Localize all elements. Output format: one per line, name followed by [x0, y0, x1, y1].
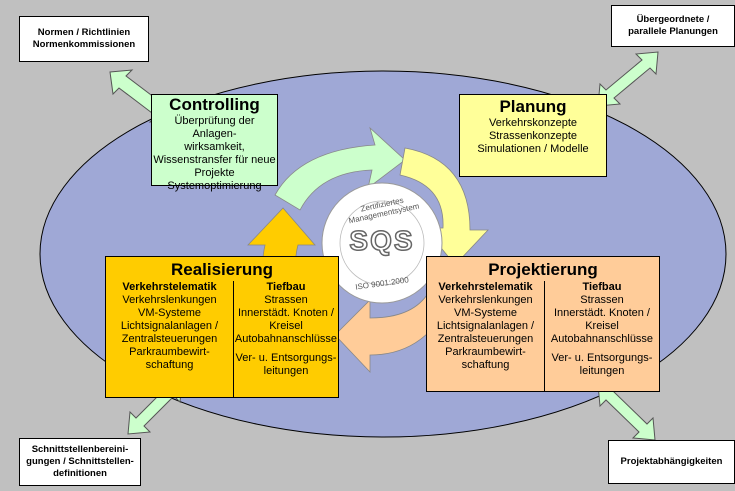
text-line: leitungen	[263, 365, 309, 377]
text-line: Simulationen / Modelle	[477, 143, 589, 155]
realisierung-box: Realisierung Verkehrstelematik Verkehrsl…	[105, 256, 339, 398]
text-line: schaftung	[461, 359, 510, 371]
text-line: leitungen	[579, 365, 625, 377]
text-line: schaftung	[145, 359, 194, 371]
projektierung-title: Projektierung	[488, 260, 598, 279]
text-line: Lichtsignalanlagen /	[120, 320, 219, 332]
text-line: Wissenstransfer für neue	[153, 154, 276, 166]
sqs-seal	[321, 182, 443, 304]
text-line: Zentralsteuerungen	[437, 333, 534, 345]
text-line: Parkraumbewirt-	[445, 346, 526, 358]
box-line: Normenkommissionen	[32, 39, 136, 50]
text-line: Strassen	[580, 294, 624, 306]
cycle-arrow-planung-to-projektierung	[399, 147, 489, 266]
box-line: Übergeordnete /	[636, 14, 710, 25]
text-line: VM-Systeme	[138, 307, 201, 319]
sqs-logo: SQS	[349, 224, 415, 257]
text-line: Zentralsteuerungen	[121, 333, 218, 345]
planung-title: Planung	[499, 97, 567, 116]
box-line: Normen / Richtlinien	[37, 27, 131, 38]
box-schnittstellen: Schnittstellenbereini-gungen / Schnittst…	[19, 438, 141, 486]
column-heading: Tiefbau	[582, 281, 622, 293]
box-line: parallele Planungen	[628, 26, 718, 37]
text-line: Überprüfung der Anlagen-	[174, 115, 255, 140]
box-line: definitionen	[53, 468, 107, 479]
planung-text: Verkehrskonzepte Strassenkonzepte Simula…	[460, 117, 606, 156]
box-line: Projektabhängigkeiten	[620, 456, 723, 467]
text-line: Verkehrskonzepte	[488, 117, 578, 129]
text-line: Verkehrslenkungen	[438, 294, 533, 306]
projektierung-col-tiefbau: Tiefbau Strassen Innerstädt. Knoten / Kr…	[544, 281, 659, 391]
text-line: Ver- u. Entsorgungs-	[551, 352, 653, 364]
text-line: Parkraumbewirt-	[129, 346, 210, 358]
text-line: Ver- u. Entsorgungs-	[235, 352, 337, 364]
text-line: Autobahnanschlüsse	[550, 333, 654, 345]
controlling-text: Überprüfung der Anlagen- wirksamkeit, Wi…	[152, 115, 277, 193]
connector-top-right	[597, 51, 659, 107]
text-line: Innerstädt. Knoten /	[237, 307, 334, 319]
column-heading: Verkehrstelematik	[438, 281, 533, 293]
projektierung-box: Projektierung Verkehrstelematik Verkehrs…	[426, 256, 660, 392]
column-heading: Tiefbau	[266, 281, 306, 293]
text-line: Strassenkonzepte	[488, 130, 578, 142]
box-line: Schnittstellenbereini-	[31, 444, 129, 455]
connector-bottom-right	[597, 383, 656, 441]
box-projektabhaengigkeiten: Projektabhängigkeiten	[608, 440, 735, 484]
text-line: Kreisel	[585, 320, 619, 332]
text-line: Verkehrslenkungen	[122, 294, 217, 306]
realisierung-title: Realisierung	[170, 260, 274, 279]
controlling-title: Controlling	[169, 95, 260, 114]
text-line: Lichtsignalanlagen /	[436, 320, 535, 332]
text-line: Projekte	[194, 167, 235, 179]
cycle-arrow-controlling-to-planung	[274, 126, 406, 211]
planung-box: Planung Verkehrskonzepte Strassenkonzept…	[459, 94, 607, 177]
text-line: Innerstädt. Knoten /	[553, 307, 650, 319]
controlling-box: Controlling Überprüfung der Anlagen- wir…	[151, 94, 278, 192]
box-planungen: Übergeordnete /parallele Planungen	[611, 5, 735, 47]
realisierung-col-verkehrstelematik: Verkehrstelematik Verkehrslenkungen VM-S…	[106, 281, 233, 397]
text-line: VM-Systeme	[454, 307, 517, 319]
text-line: Strassen	[264, 294, 308, 306]
text-line: wirksamkeit,	[184, 141, 245, 153]
box-line: gungen / Schnittstellen-	[26, 456, 134, 467]
text-line: Autobahnanschlüsse	[234, 333, 338, 345]
column-heading: Verkehrstelematik	[122, 281, 217, 293]
text-line: Kreisel	[269, 320, 303, 332]
text-line: Systemoptimierung	[167, 180, 262, 192]
realisierung-col-tiefbau: Tiefbau Strassen Innerstädt. Knoten / Kr…	[233, 281, 338, 397]
projektierung-col-verkehrstelematik: Verkehrstelematik Verkehrslenkungen VM-S…	[427, 281, 544, 391]
